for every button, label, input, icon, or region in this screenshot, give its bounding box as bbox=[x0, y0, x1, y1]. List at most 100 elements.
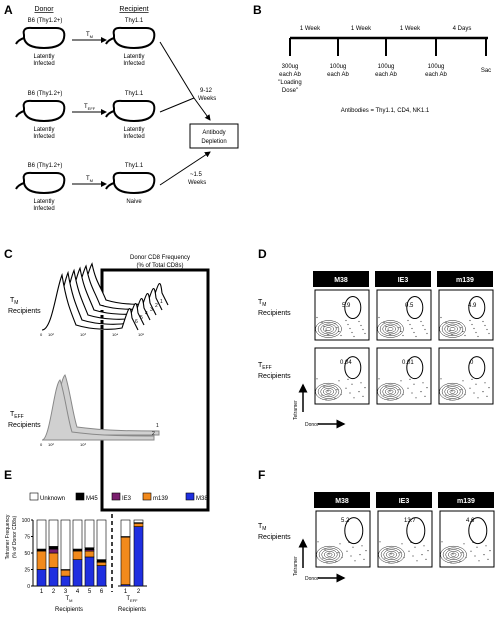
f-plot-2-dot-10 bbox=[399, 552, 401, 554]
d-teff-plot-1-dot-0 bbox=[316, 378, 318, 380]
f-plot-2-contour-4 bbox=[380, 547, 403, 562]
e-teff-xlabel: TEFF bbox=[126, 596, 138, 603]
row3-recipient-mouse-icon bbox=[112, 171, 156, 195]
f-plot-2 bbox=[377, 510, 433, 568]
panel-f-letter: F bbox=[258, 468, 265, 482]
row3-donor-strain: B6 (Thy1.2+) bbox=[28, 163, 63, 169]
e-ylabel-line2: (% of Donor CD8s) bbox=[12, 516, 18, 559]
f-plot-3 bbox=[439, 510, 495, 568]
f-header-m139-label: m139 bbox=[457, 498, 475, 505]
d-tm-plot-3-dot-2 bbox=[464, 334, 466, 337]
f-plot-2-dot-14 bbox=[397, 560, 399, 563]
d-teff-plot-3-contour-1 bbox=[449, 389, 456, 394]
d-tm-plot-1-dot-8 bbox=[362, 328, 364, 331]
interval-label-4: 4 Days bbox=[453, 26, 472, 32]
d-tm-plot-2-dot-13 bbox=[409, 323, 411, 326]
legend-label-m38: M38 bbox=[196, 496, 208, 502]
f-plot-3-dot-10 bbox=[461, 552, 463, 554]
converge-line-row1 bbox=[159, 41, 195, 99]
d-teff-plot-1-contour-2 bbox=[323, 388, 334, 396]
d-tm-plot-1-dot-11 bbox=[323, 325, 325, 328]
e-bar-tm-2-m38 bbox=[48, 567, 59, 587]
d-teff-plot-2-dot-2 bbox=[402, 393, 404, 395]
dose1-line1: 300ug bbox=[282, 64, 299, 70]
row2-recipient-strain: Thy1.1 bbox=[125, 91, 144, 97]
tm-tick-0: 0 bbox=[40, 332, 43, 337]
dose3-line2: each Ab bbox=[375, 72, 397, 78]
e-bar-tm-6-m139 bbox=[96, 561, 107, 566]
f-plot-2-dot-5 bbox=[414, 546, 416, 548]
d-teff-plot-1-dot-15 bbox=[321, 394, 323, 396]
e-tm-recipients: Recipients bbox=[55, 607, 83, 613]
f-plot-1-dot-15 bbox=[322, 557, 324, 559]
d-tm-plot-2-contour-5 bbox=[377, 320, 404, 338]
d-teff-plot-2-dot-11 bbox=[385, 385, 387, 387]
f-plot-1-contour-2 bbox=[324, 551, 335, 559]
row2-recipient-status-line1: Latently bbox=[123, 127, 144, 133]
d-tm-plot-3-contour-4 bbox=[441, 321, 464, 337]
d-tm-plot-3-dot-17 bbox=[469, 319, 471, 322]
d-tm-plot-2-dot-12 bbox=[422, 324, 424, 327]
d-teff-plot-3-dot-6 bbox=[462, 380, 464, 382]
e-bar-tm-5-unknown bbox=[84, 519, 95, 549]
d-header-ie3 bbox=[375, 271, 431, 287]
d-header-m38-label: M38 bbox=[334, 277, 348, 284]
d-tm-plot-2-frame bbox=[376, 289, 432, 341]
row3-donor-status-line2: Infected bbox=[33, 206, 54, 212]
e-bar-teff-1-unknown bbox=[120, 519, 131, 537]
panel-a: A Donor Recipient B6 (Thy1.2+) Latently … bbox=[4, 3, 239, 212]
row3-donor-mouse-tail bbox=[15, 182, 25, 190]
row3-recipient-mouse-tail bbox=[105, 182, 115, 190]
f-plot-2-dot-4 bbox=[427, 550, 429, 552]
d-tm-plot-1-dot-4 bbox=[364, 332, 366, 335]
f-plot-1-dot-14 bbox=[335, 560, 337, 563]
d-teff-plot-3-dot-1 bbox=[477, 397, 479, 399]
d-tm-plot-2-dot-16 bbox=[420, 320, 422, 323]
f-plot-2-dot-8 bbox=[425, 558, 427, 561]
f-plot-2-gate bbox=[406, 517, 426, 545]
d-teff-plot-2 bbox=[376, 347, 432, 405]
f-plot-1-dot-0 bbox=[317, 541, 319, 543]
d-teff-plot-3-contour-2 bbox=[447, 388, 458, 396]
depletion-box-line2: Depletion bbox=[201, 139, 226, 145]
d-tm-plot-1-dot-15 bbox=[321, 321, 323, 324]
e-xtick-tm-3: 3 bbox=[64, 589, 68, 595]
d-tm-plot-3-frame bbox=[438, 289, 494, 341]
row1-recipient-mouse-icon bbox=[112, 26, 156, 50]
f-plot-3-dot-0 bbox=[441, 541, 443, 543]
e-ylabel-line1: Tetramer Frequency bbox=[5, 514, 11, 559]
d-teff-plot-1-dot-12 bbox=[360, 382, 362, 384]
f-plot-3-dot-6 bbox=[463, 543, 465, 545]
c-tm-label: TM bbox=[10, 297, 18, 306]
teff-tick-1000: 10³ bbox=[80, 442, 86, 447]
f-flow-plots bbox=[315, 510, 495, 568]
d-teff-plot-2-dot-17 bbox=[407, 387, 409, 389]
d-tm-plot-3-dot-6 bbox=[462, 330, 464, 333]
f-header-m38-label: M38 bbox=[335, 498, 349, 505]
d-teff-plot-2-dot-1 bbox=[415, 397, 417, 399]
row3-donor-mouse-icon bbox=[22, 171, 66, 195]
d-tm-plot-2-dot-17 bbox=[407, 319, 409, 322]
row2-donor-strain: B6 (Thy1.2+) bbox=[28, 91, 63, 97]
row2-recipient-status-line2: Infected bbox=[123, 134, 144, 140]
e-xtick-teff-2: 2 bbox=[137, 589, 141, 595]
panel-a-letter: A bbox=[4, 3, 13, 17]
f-plot-3-dot-9 bbox=[474, 555, 476, 557]
e-tm-xlabel: TM bbox=[65, 596, 72, 603]
gate-title-line1: Donor CD8 Frequency bbox=[130, 255, 190, 261]
d-tm-plot-3-contour-5 bbox=[439, 320, 466, 338]
teff-histogram-1 bbox=[41, 379, 155, 441]
f-header-ie3-label: IE3 bbox=[399, 498, 410, 505]
e-bar-tm-5-m38 bbox=[84, 556, 95, 587]
d-teff-plot-3-dot-15 bbox=[445, 394, 447, 396]
d-teff-plot-1-dot-10 bbox=[336, 389, 338, 391]
d-tm-plot-3-contour-3 bbox=[444, 323, 461, 335]
d-tm-plot-3-dot-5 bbox=[475, 331, 477, 334]
d-tm-plot-1-contour-5 bbox=[315, 320, 342, 338]
teff-tick-0: 0 bbox=[40, 442, 43, 447]
f-plot-1-dot-12 bbox=[361, 545, 363, 547]
d-teff-plot-3-dot-14 bbox=[458, 397, 460, 399]
dose1-line4: Dose" bbox=[282, 88, 298, 94]
d-teff-m38-value: 0.04 bbox=[340, 360, 352, 366]
